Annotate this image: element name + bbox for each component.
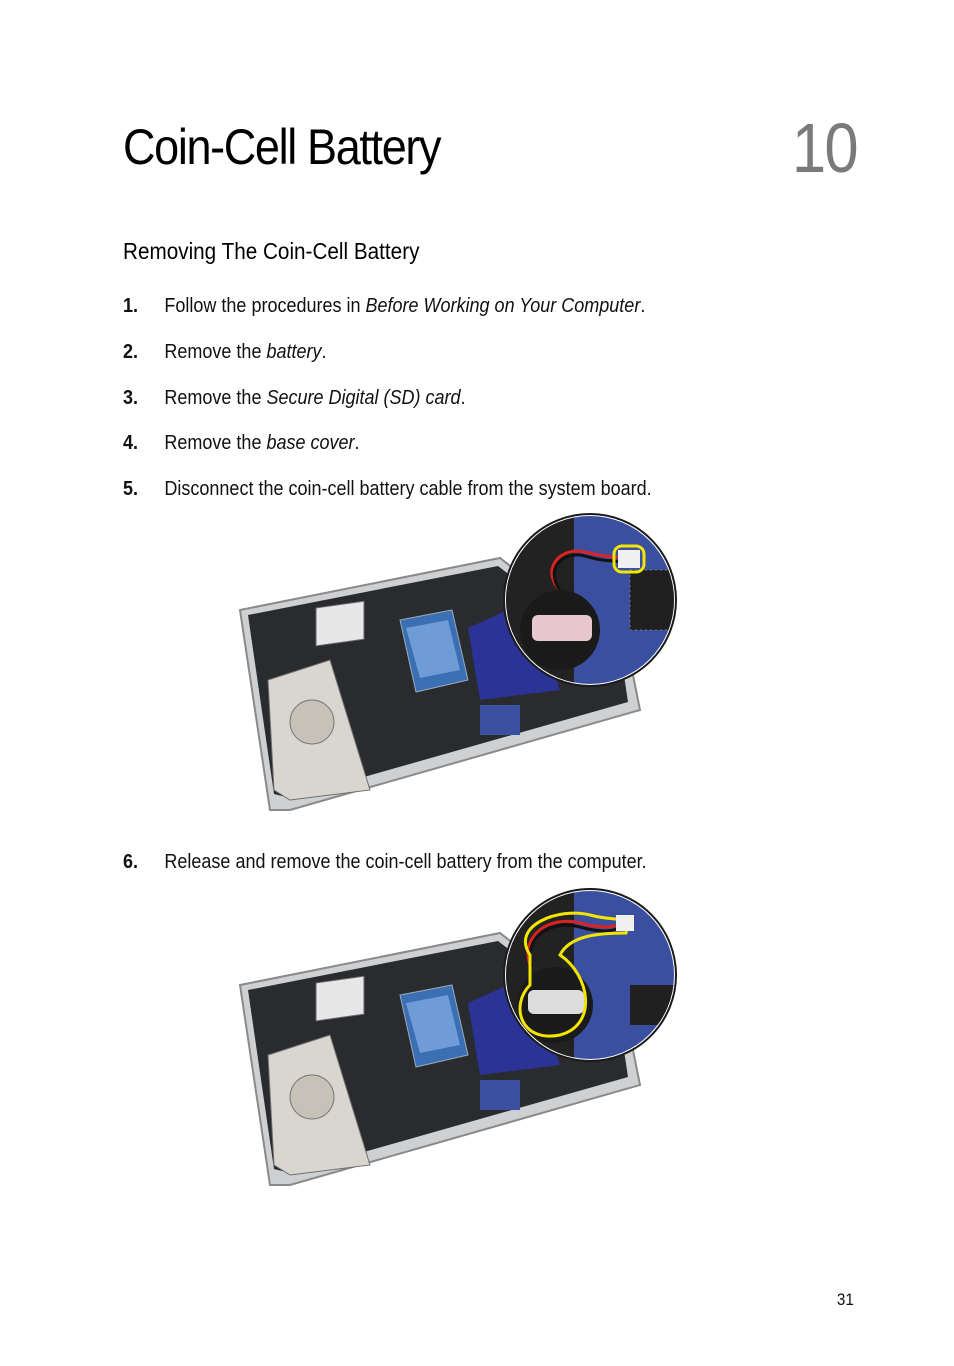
chapter-title: Coin-Cell Battery bbox=[123, 119, 442, 175]
step-text: Follow the procedures in bbox=[164, 295, 366, 317]
step-2: 2. Remove the battery. bbox=[123, 341, 326, 364]
step-link[interactable]: Before Working on Your Computer bbox=[365, 295, 641, 317]
step-text: Remove the bbox=[164, 432, 267, 454]
step-number: 3. bbox=[123, 387, 139, 409]
step-number: 1. bbox=[123, 295, 139, 317]
step-text: Remove the bbox=[164, 341, 267, 363]
step-text: Remove the bbox=[164, 387, 267, 409]
step-link[interactable]: base cover bbox=[266, 432, 355, 454]
step-text-end: . bbox=[460, 387, 466, 409]
step-text-end: . bbox=[640, 295, 646, 317]
step-3: 3. Remove the Secure Digital (SD) card. bbox=[123, 387, 466, 410]
step-text: Release and remove the coin-cell battery… bbox=[164, 851, 647, 873]
step-5: 5. Disconnect the coin-cell battery cable… bbox=[123, 478, 652, 501]
step-4: 4. Remove the base cover. bbox=[123, 432, 360, 455]
step-number: 4. bbox=[123, 432, 139, 454]
step-number: 2. bbox=[123, 341, 139, 363]
step-text-end: . bbox=[354, 432, 360, 454]
step-link[interactable]: Secure Digital (SD) card bbox=[266, 387, 461, 409]
step-text-end: . bbox=[321, 341, 327, 363]
step-number: 5. bbox=[123, 478, 139, 500]
step-link[interactable]: battery bbox=[266, 341, 322, 363]
chapter-number: 10 bbox=[791, 109, 859, 187]
section-heading: Removing The Coin-Cell Battery bbox=[123, 238, 420, 264]
figure-disconnect-cable bbox=[238, 513, 677, 811]
page-number: 31 bbox=[836, 1290, 854, 1309]
figure-remove-battery bbox=[238, 888, 677, 1186]
step-6: 6. Release and remove the coin-cell batte… bbox=[123, 851, 647, 874]
step-1: 1. Follow the procedures in Before Workin… bbox=[123, 295, 645, 318]
step-text: Disconnect the coin-cell battery cable f… bbox=[164, 478, 652, 500]
step-number: 6. bbox=[123, 851, 139, 873]
